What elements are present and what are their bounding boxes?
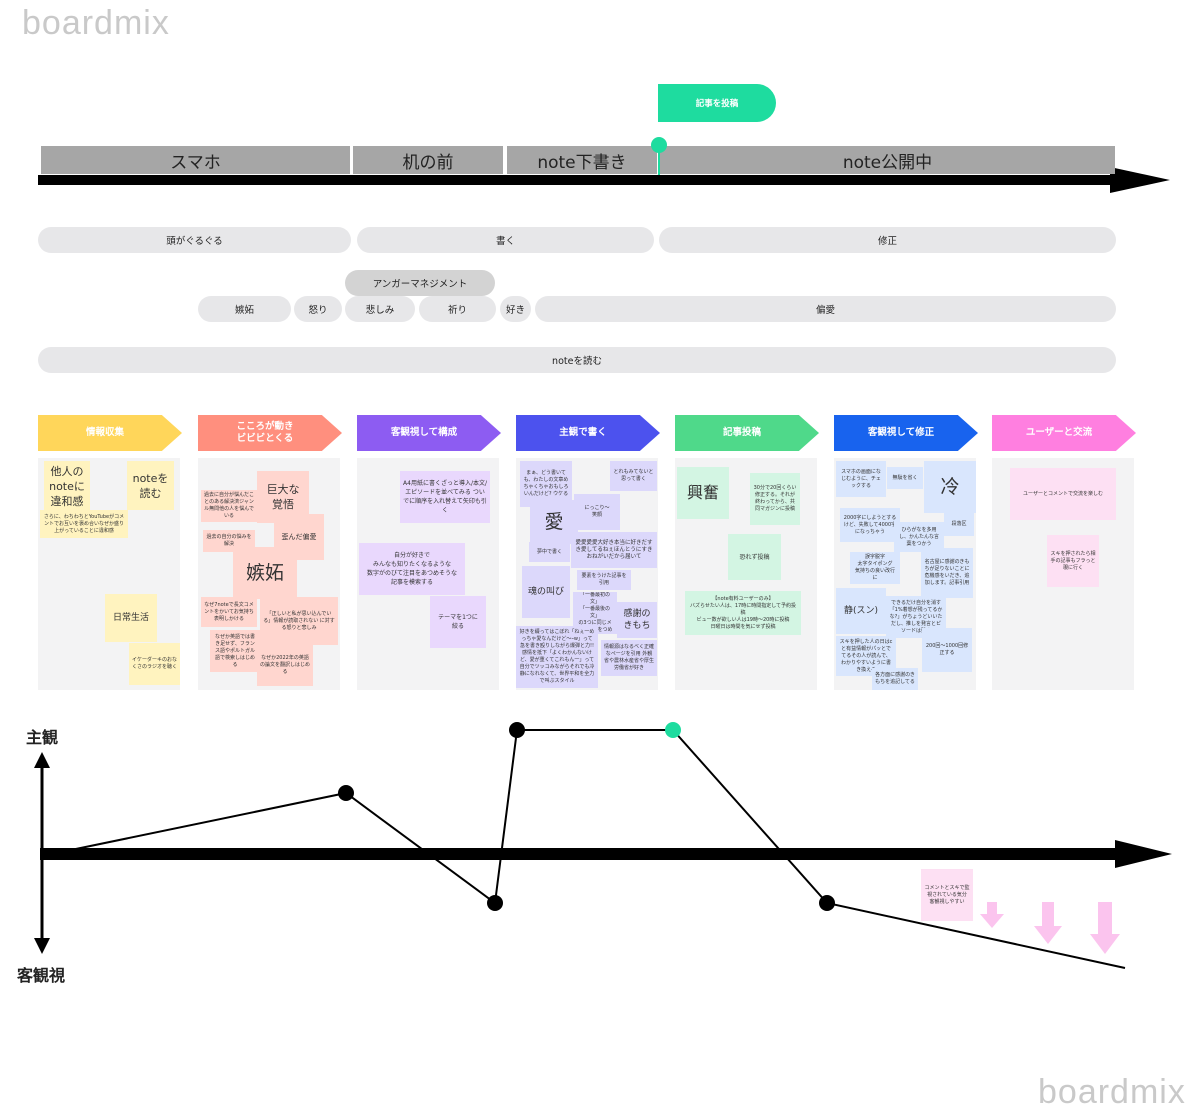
- phase-smartphone: スマホ: [41, 146, 350, 174]
- stage-objective-revision: 客観視して修正: [834, 415, 978, 451]
- axis-label-subjective: 主観: [26, 728, 59, 747]
- sticky-note: スマホの画面になじむように、チェックする: [836, 461, 886, 497]
- sticky-note: A4用紙に書くざっと導入/本文/エピソードを並べてみる ついでに順序を入れ替えて…: [400, 471, 490, 523]
- sticky-note: 恐れず投稿: [728, 534, 781, 580]
- sticky-note: さらに、わちわちとYouTubeがコメントでお互いを褒め合いなぜか盛り上がってい…: [40, 510, 128, 538]
- phase-note-published: note公開中: [660, 146, 1115, 174]
- sticky-note: 誤字脱字 太字タイポング 気持ちの良い改行に: [850, 552, 900, 584]
- flag-label: 記事を投稿: [695, 99, 739, 109]
- trend-point: [338, 785, 354, 801]
- trend-point: [819, 895, 835, 911]
- stage-subjective-writing: 主観で書く: [516, 415, 660, 451]
- sticky-note: 感謝の きもち: [617, 602, 657, 638]
- sticky-note: 自分が好きで みんなも知りたくなるような 数字がのびて注目をあつめそうな 記事を…: [359, 543, 465, 595]
- phase-note-draft: note下書き: [507, 146, 657, 174]
- activity-revise: 修正: [659, 227, 1116, 253]
- sticky-note: 夢中で書く: [529, 542, 570, 562]
- sticky-note: 他人の noteに 違和感: [44, 461, 90, 511]
- sticky-note: 魂の叫び: [522, 566, 570, 618]
- emotion-like: 好き: [500, 296, 531, 322]
- sticky-note: 過去に自分が悩んだことのある解決済ジャンル無問他の人を悩んでいる: [201, 490, 257, 522]
- activity-read-note: noteを読む: [38, 347, 1116, 373]
- axis-arrow-right-icon: [1115, 840, 1172, 868]
- subjectivity-chart: [34, 722, 1172, 969]
- sticky-note: 2000字にしようとするけど、失敗して4000字になっちゃう: [840, 508, 900, 542]
- sticky-note: 各方面に感謝のきもちを追記してる: [872, 668, 918, 690]
- horizontal-axis: [40, 848, 1120, 860]
- arrow-down-icon: [1042, 902, 1054, 928]
- sticky-note: 「正しいと私が思い込んでいる」情報が読取されない に対する怒りと悲しみ: [260, 597, 338, 645]
- emotion-sadness: 悲しみ: [345, 296, 415, 322]
- emotion-anger: 怒り: [294, 296, 342, 322]
- stage-user-interaction: ユーザーと交流: [992, 415, 1136, 451]
- trend-point: [509, 722, 525, 738]
- sticky-note: ひらがなを多用し、かんたんな言葉をつかう: [894, 522, 944, 552]
- sticky-note: 好きを綴ってはこぼれ「ねぇ一めっちゃ愛なんだけど〜ｰw」って急を書き殴りしながら…: [516, 626, 598, 688]
- arrow-down-icon: [1090, 934, 1120, 954]
- trend-point: [487, 895, 503, 911]
- down-arrows: [980, 902, 1120, 954]
- sticky-note: 興奮: [677, 467, 729, 519]
- stage-info-gathering: 情報収集: [38, 415, 182, 451]
- sticky-note: 30分で20回くらい修正する。それが終わってから、共同マガジンに投稿: [750, 473, 800, 525]
- flag-marker-dot: [651, 137, 667, 153]
- axis-arrow-down-icon: [34, 938, 50, 954]
- activity-think: 頭がぐるぐる: [38, 227, 351, 253]
- trend-point-posted: [665, 722, 681, 738]
- sticky-note: イケーダーキのおなくさのラジオを聴く: [129, 643, 180, 685]
- emotion-devotion: 偏愛: [535, 296, 1116, 322]
- timeline-arrow: [38, 144, 1170, 193]
- sticky-note: 情報源はなるべく正確なページを引用 外観省や農林水産省や厚生労働省が好き: [601, 640, 657, 676]
- watermark-logo-top: boardmix: [22, 4, 170, 42]
- activity-write: 書く: [357, 227, 654, 253]
- sticky-note: 静(スン): [836, 588, 886, 634]
- sticky-note: 冷: [924, 461, 976, 513]
- arrow-down-icon: [980, 914, 1004, 928]
- sticky-note: 無駄を省く: [887, 467, 923, 489]
- post-article-flag: 記事を投稿: [658, 84, 776, 122]
- sticky-note: 要素をうけた記事を引用: [577, 570, 631, 590]
- sticky-note: なぜ7noteで長文コメントをかいてお気持ち表明しかける: [201, 597, 257, 627]
- sticky-note: 名古屋に感謝のきもちが足りないことに危機感をいだき、追加します。記事引用: [921, 548, 973, 598]
- arrow-down-icon: [1034, 926, 1062, 944]
- sticky-note: 段落区: [944, 512, 974, 536]
- sticky-note: 日常生活: [105, 594, 157, 642]
- sticky-note: なぜか英語では書き足せず、フランス語やポルトガル語で検索しはじめる: [210, 630, 260, 672]
- emotion-prayer: 祈り: [419, 296, 496, 322]
- sticky-note: まぁ、どう書いても、わたしの文章めちゃくちゃおもしろいんだけど? ウケる: [520, 461, 572, 507]
- arrow-down-icon: [1098, 902, 1112, 936]
- sticky-note: 愛愛愛愛大好き本当に好きだすき愛してるねぇほんとうにすきおねがいだから届いて: [571, 532, 657, 568]
- arrow-down-icon: [987, 902, 997, 916]
- phase-desk: 机の前: [353, 146, 503, 174]
- sticky-note: 過去の自分の悩みを解決: [203, 530, 255, 552]
- sticky-note: noteを 読む: [127, 461, 174, 510]
- stage-objective-structure: 客観視して構成: [357, 415, 501, 451]
- sticky-note: 【note有料ユーザーのみ】 バズらせたい人は、17時に時間指定して予約投稿 ビ…: [685, 591, 801, 635]
- anger-management-label: アンガーマネジメント: [345, 270, 495, 296]
- axis-label-objective: 客観視: [17, 966, 66, 985]
- sticky-note: 嫉妬: [233, 547, 297, 599]
- sticky-note: なぜか2022年の英語の論文を翻訳しはじめる: [257, 644, 313, 686]
- sticky-note-feedback: コメントとスキで監視されている気分 客観視しやすい: [921, 869, 973, 921]
- sticky-note: スキを押されたら相手の記事もフラっと覗に行く: [1047, 535, 1099, 587]
- sticky-note: ユーザーとコメントで交流を楽しむ: [1010, 468, 1116, 520]
- emotion-jealousy: 嫉妬: [198, 296, 291, 322]
- sticky-note: にっこり〜 笑顔: [574, 494, 620, 530]
- watermark-logo-bottom: boardmix: [1038, 1073, 1186, 1111]
- axis-arrow-up-icon: [34, 752, 50, 768]
- sticky-note: 200回〜1000回修正する: [922, 628, 972, 672]
- stage-post-article: 記事投稿: [675, 415, 819, 451]
- sticky-note: テーマを1つに 絞る: [430, 596, 486, 648]
- stage-heart-moved: こころが動き ビビビとくる: [198, 415, 342, 451]
- sticky-note: 愛: [530, 500, 578, 544]
- sticky-note: とれもみてないと思って書く: [610, 461, 657, 491]
